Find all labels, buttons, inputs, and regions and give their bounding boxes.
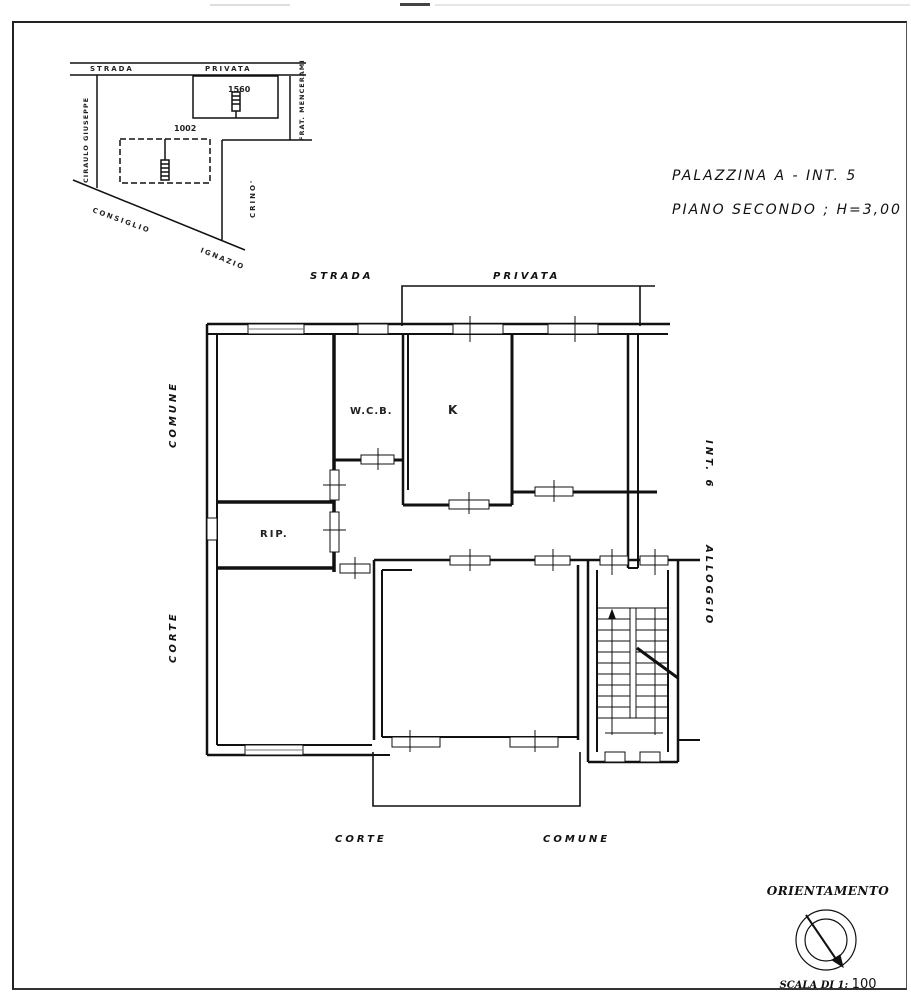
site-parcel-a: 1560 [228, 85, 251, 94]
title-floor-height: PIANO SECONDO ; H=3,00 [672, 202, 902, 218]
scale-prefix: SCALA DI 1: [779, 980, 849, 991]
scale-value: 100 [851, 977, 877, 992]
site-street-left: CIRAULO GIUSEPPE [82, 97, 90, 183]
boundary-right-lower: ALLOGGIO [703, 544, 714, 626]
room-label-kitchen: K [448, 403, 458, 417]
boundary-bottom-1: CORTE [335, 834, 387, 845]
staircase [598, 607, 679, 735]
boundary-left-upper: COMUNE [168, 381, 179, 448]
site-plan-inset [70, 62, 312, 251]
site-street-bottom-1: CONSIGLIO [91, 206, 151, 235]
site-street-right: CRINO' [249, 179, 257, 218]
site-street-bottom-2: IGNAZIO [199, 246, 246, 271]
title-block: PALAZZINA A - INT. 5 PIANO SECONDO ; H=3… [672, 168, 902, 236]
boundary-top-2: PRIVATA [493, 271, 560, 282]
compass-icon [795, 909, 857, 971]
site-parcel-b: 1002 [174, 124, 196, 133]
balcony-outline-bottom [372, 752, 581, 807]
balcony-outline-top [401, 285, 655, 326]
boundary-bottom-2: COMUNE [543, 834, 610, 845]
scale-label: SCALA DI 1: 100 [763, 977, 893, 992]
site-street-top-1: STRADA [90, 65, 134, 73]
room-label-storage: RIP. [260, 529, 289, 540]
boundary-left-lower: CORTE [168, 611, 179, 663]
windows [206, 316, 669, 763]
scan-artifact-header [210, 3, 910, 6]
site-street-top-2: PRIVATA [205, 65, 252, 73]
site-neighbor: FRAT. MENCERAMI [298, 59, 306, 141]
boundary-right-upper: INT. 6 [703, 440, 714, 489]
room-label-bathroom: W.C.B. [350, 406, 393, 417]
boundary-top-1: STRADA [310, 271, 374, 282]
drawing-frame [12, 21, 907, 990]
orientation-label: ORIENTAMENTO [766, 884, 890, 898]
title-building-unit: PALAZZINA A - INT. 5 [672, 168, 858, 184]
